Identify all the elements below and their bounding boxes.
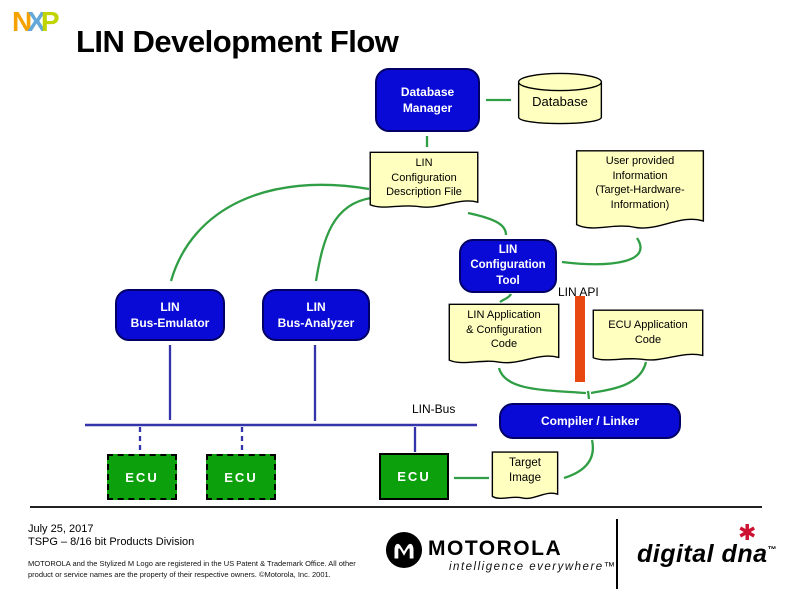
lin-api-bar	[575, 296, 585, 382]
footer-date: July 25, 2017	[28, 523, 94, 535]
doc-line: (Target-Hardware-	[595, 184, 685, 197]
footer-legal: MOTOROLA and the Stylized M Logo are reg…	[28, 558, 356, 581]
node-target-image: Target Image	[491, 451, 559, 505]
node-database: Database	[516, 70, 604, 130]
node-lin-configuration-tool: LIN Configuration Tool	[459, 239, 557, 293]
doc-line: User provided	[605, 155, 675, 167]
doc-line: Configuration	[391, 171, 457, 184]
node-label: ECU	[397, 469, 431, 484]
motorola-logo-icon	[385, 531, 423, 569]
node-ecu-3: ECU	[379, 453, 449, 500]
nxp-letter-x: X	[27, 6, 46, 37]
node-user-provided-information: User provided Information (Target-Hardwa…	[574, 149, 706, 239]
footer-legal-line2: product or service names are the propert…	[28, 570, 331, 580]
arrow-userinfo-configtool	[561, 237, 642, 266]
doc-line: ECU Application	[608, 319, 688, 331]
footer-division: TSPG – 8/16 bit Products Division	[28, 536, 195, 548]
doc-line: Information)	[610, 198, 670, 211]
digitaldna-text: digital dna	[637, 540, 768, 568]
node-label: Database	[532, 94, 588, 109]
document-shape-icon	[574, 149, 706, 239]
node-label-line: Bus-Emulator	[130, 316, 210, 330]
document-shape-icon	[368, 151, 480, 215]
page-title: LIN Development Flow	[76, 24, 399, 59]
node-label-line: Bus-Analyzer	[277, 316, 355, 330]
node-ecu-2: ECU	[206, 454, 276, 500]
document-shape-icon	[591, 309, 705, 367]
arrow-cdf-busemulator	[169, 183, 370, 282]
arrow-cdf-configtool	[467, 211, 508, 236]
node-lin-bus-emulator: LIN Bus-Emulator	[115, 289, 225, 341]
arrow-merge-compiler	[586, 390, 591, 400]
node-label-line: LIN	[306, 299, 326, 314]
node-lin-application-configuration-code: LIN Application & Configuration Code	[447, 303, 561, 371]
footer-divider	[30, 506, 762, 508]
lin-bus-label: LIN-Bus	[412, 402, 456, 416]
lin-api-label: LIN API	[558, 285, 599, 299]
node-label: Compiler / Linker	[540, 413, 640, 428]
doc-line: Code	[490, 338, 518, 351]
node-label-line: Tool	[496, 274, 520, 287]
doc-line: Description File	[386, 186, 462, 199]
doc-line: Image	[509, 472, 541, 485]
nxp-logo-icon: NXP	[12, 6, 60, 37]
nxp-letter-p: P	[40, 6, 60, 37]
node-label-line: LIN	[160, 299, 180, 314]
motorola-tagline: intelligence everywhere™	[449, 561, 617, 573]
footer-legal-line1: MOTOROLA and the Stylized M Logo are reg…	[28, 559, 356, 568]
node-label-line: Manager	[402, 101, 453, 115]
motorola-wordmark: MOTOROLA	[428, 537, 563, 560]
footer-vertical-divider	[616, 519, 618, 589]
digitaldna-wordmark: digital dna™	[637, 540, 777, 569]
arrow-configtool-linappcode	[499, 293, 513, 303]
node-lin-config-description-file: LIN Configuration Description File	[368, 151, 480, 215]
nxp-letter-n: N	[12, 6, 32, 37]
node-label: ECU	[224, 469, 258, 485]
doc-line: Information	[612, 169, 668, 182]
arrow-cdf-busanalyzer	[314, 196, 372, 282]
node-label-line: LIN	[498, 243, 518, 256]
node-ecu-1: ECU	[107, 454, 177, 500]
node-label-line: Database	[400, 84, 455, 99]
arrow-compiler-targetimage	[563, 439, 595, 480]
doc-line: Target	[509, 457, 541, 469]
digitaldna-tm: ™	[767, 544, 777, 555]
node-ecu-application-code: ECU Application Code	[591, 309, 705, 367]
node-database-manager: Database Manager	[375, 68, 480, 132]
doc-line: LIN Application	[467, 309, 541, 321]
digitaldna-asterisk-icon: ✱	[738, 520, 757, 545]
document-shape-icon	[447, 303, 561, 371]
cylinder-shape-icon	[516, 70, 604, 130]
node-label: ECU	[125, 469, 159, 485]
doc-line: & Configuration	[466, 323, 542, 336]
node-lin-bus-analyzer: LIN Bus-Analyzer	[262, 289, 370, 341]
doc-line: Code	[634, 333, 662, 346]
arrow-linappcode-compiler	[497, 367, 587, 395]
node-label-line: Configuration	[470, 259, 546, 272]
node-compiler-linker: Compiler / Linker	[499, 403, 681, 439]
document-shape-icon	[491, 451, 559, 505]
doc-line: LIN	[415, 157, 433, 169]
